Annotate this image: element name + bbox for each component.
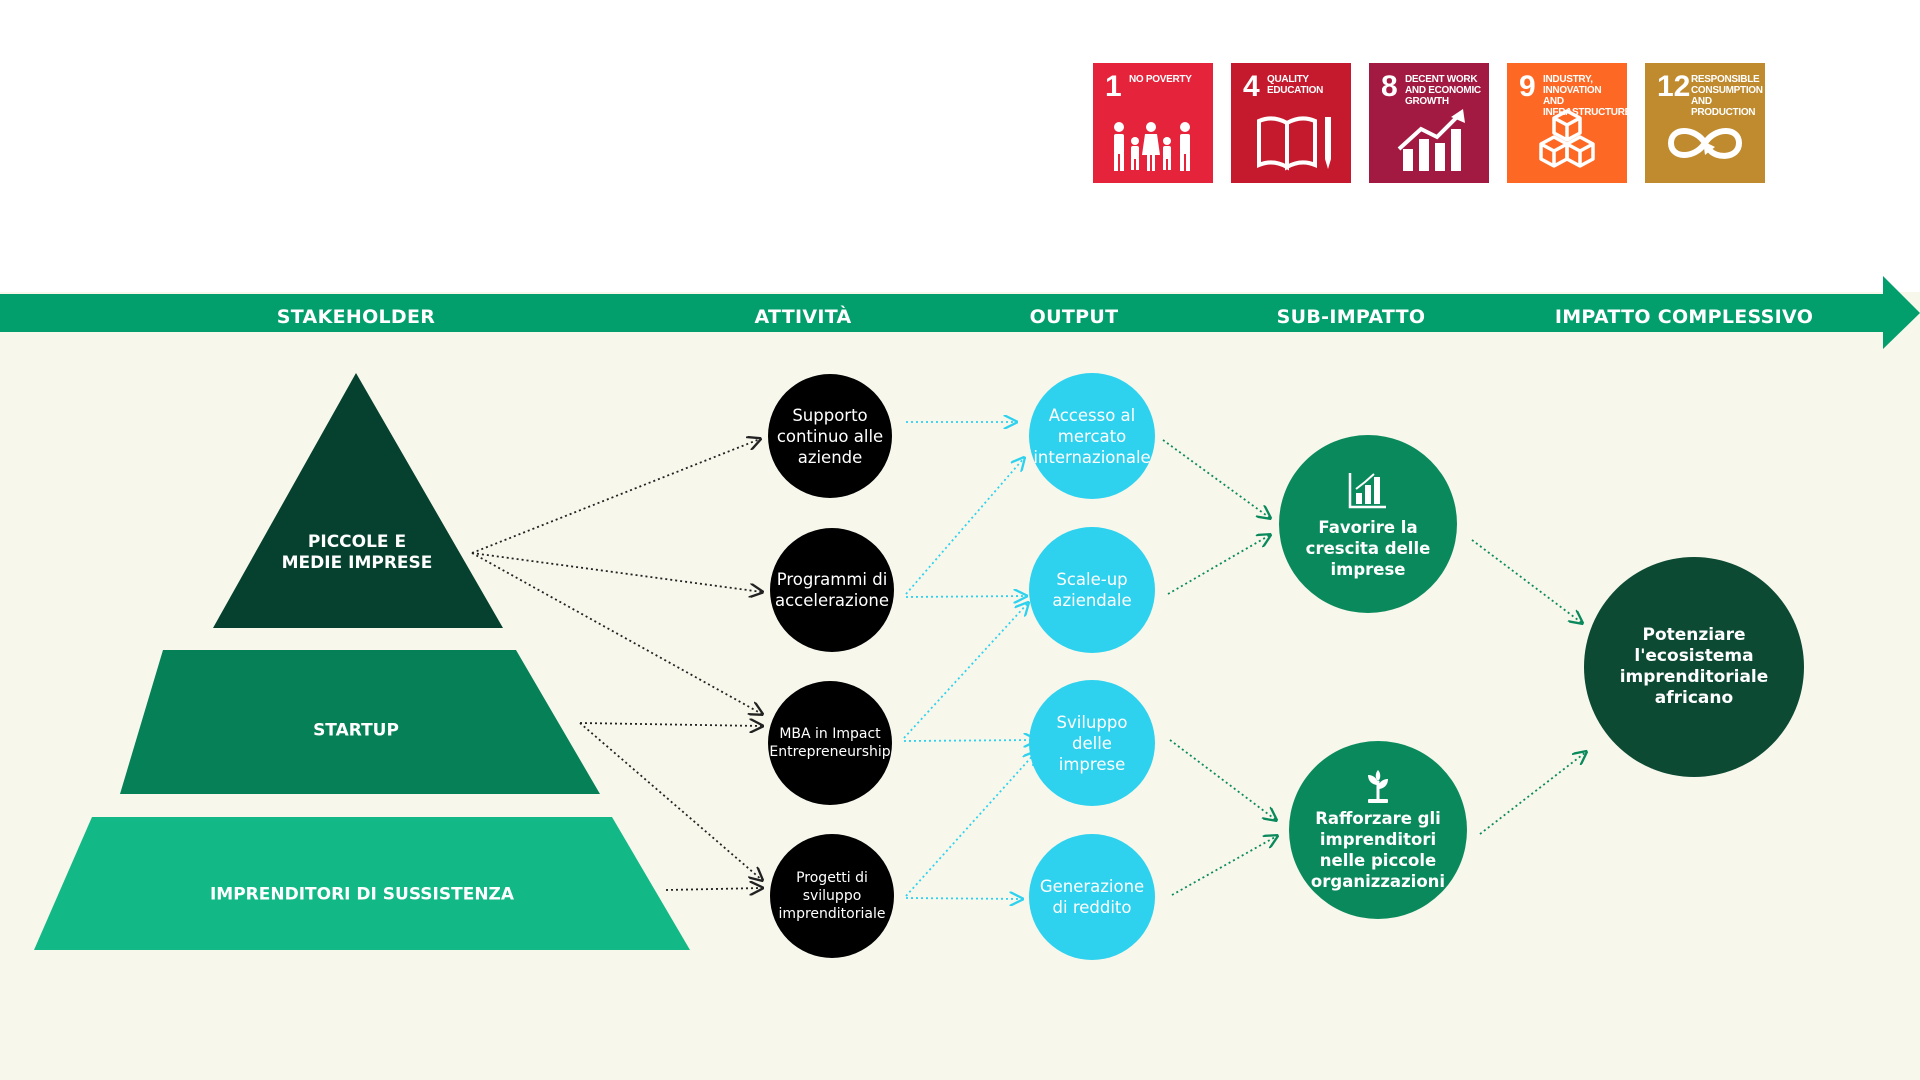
output-label: Sviluppo delle imprese [1056,712,1128,774]
bar-chart-icon [1348,472,1386,508]
output-accesso: Accesso al mercato internazionale [1029,373,1155,499]
connector-programmi-accesso [905,458,1024,595]
output-label: Scale-up aziendale [1052,570,1132,610]
activity-label: Programmi di accelerazione [775,570,889,610]
header-arrow-band [0,276,1920,349]
output-label: Accesso al mercato internazionale [1033,405,1151,467]
activity-mba: MBA in Impact Entrepreneurship [768,681,892,805]
sdg-tile-1: 1 No poverty [1093,63,1213,183]
connector-startup-mba [579,723,762,726]
connector-sviluppo-rafforzare [1169,739,1276,820]
pyramid-tier-bottom [34,817,690,950]
infinity-icon [1667,128,1743,159]
sdg-number: 1 [1105,70,1122,103]
pyramid-tier-top [213,373,503,628]
connector-startup-progetti [579,722,762,880]
output-sviluppo: Sviluppo delle imprese [1029,680,1155,806]
connector-progetti-sviluppo [905,752,1036,897]
activity-progetti: Progetti di sviluppo imprenditoriale [770,834,894,958]
connector-programmi-scaleup [905,596,1026,597]
connector-progetti-generazione [905,898,1022,899]
sdg-title: Industry, innovation and infrastructure [1543,74,1627,118]
sdg-title: Responsible consumption and production [1691,74,1763,118]
header-arrow-shape [0,276,1920,349]
growth-chart-icon [1397,109,1465,171]
cubes-icon [1539,109,1595,168]
output-label: Generazione di reddito [1039,877,1145,917]
overall-impact: Potenziare l'ecosistema imprenditoriale … [1584,557,1804,777]
connector-sussistenza-progetti [665,888,762,890]
connector-pmi-programmi [471,552,762,592]
connector-generazione-rafforzare [1171,836,1277,896]
stakeholder-label-sussistenza: IMPRENDITORI DI SUSSISTENZA [209,884,515,905]
connector-pmi-mba [471,552,762,714]
sub-impact-label: Rafforzare gli imprenditori nelle piccol… [1310,808,1446,891]
activity-supporto: Supporto continuo alle aziende [768,374,892,498]
activity-programmi: Programmi di accelerazione [770,528,894,652]
header-label-stakeholder: STAKEHOLDER [276,306,436,328]
activity-label: Supporto continuo alle aziende [776,405,884,467]
stakeholder-label-pmi: PICCOLE E MEDIE IMPRESE [281,532,433,573]
connector-favorire-potenziare [1471,539,1582,623]
connector-mba-scaleup [903,603,1028,739]
connector-accesso-favorire [1162,439,1270,518]
header-label-output: OUTPUT [1029,306,1119,328]
connector-pmi-supporto [471,439,760,554]
header-label-attivita: ATTIVITÀ [754,306,852,328]
pyramid-tier-middle [120,650,600,794]
output-scaleup: Scale-up aziendale [1029,527,1155,653]
sub-impact-label: Favorire la crescita delle imprese [1305,517,1431,579]
sdg-number: 8 [1381,70,1398,103]
header-label-sub-impatto: SUB-IMPATTO [1276,306,1426,328]
stakeholder-label-startup: STARTUP [313,720,399,741]
sdg-title: No poverty [1129,74,1192,85]
sdg-tile-9: 9 Industry, innovation and infrastructur… [1507,63,1627,183]
activity-label: MBA in Impact Entrepreneurship [769,726,891,760]
overall-impact-label: Potenziare l'ecosistema imprenditoriale … [1619,625,1769,708]
output-generazione: Generazione di reddito [1029,834,1155,960]
sdg-tile-4: 4 Quality education [1231,63,1351,183]
sdg-tile-12: 12 Responsible consumption and productio… [1645,63,1765,183]
connector-rafforzare-potenziare [1479,752,1586,835]
sdg-number: 12 [1657,70,1691,103]
sub-impact-favorire: Favorire la crescita delle imprese [1279,435,1457,613]
sub-impact-rafforzare: Rafforzare gli imprenditori nelle piccol… [1289,741,1467,919]
connector-mba-sviluppo [903,740,1036,741]
connector-scaleup-favorire [1167,535,1270,595]
sdg-title: Quality education [1267,74,1324,96]
sdg-number: 4 [1243,70,1260,103]
book-pencil-icon [1257,116,1331,171]
sprout-icon [1368,769,1388,803]
activity-label: Progetti di sviluppo imprenditoriale [778,870,886,922]
header-label-impatto-complessivo: IMPATTO COMPLESSIVO [1554,306,1814,328]
family-icon [1114,122,1190,171]
sdg-number: 9 [1519,70,1536,103]
sdg-title: Decent work and economic growth [1405,74,1481,107]
sdg-tile-8: 8 Decent work and economic growth [1369,63,1489,183]
